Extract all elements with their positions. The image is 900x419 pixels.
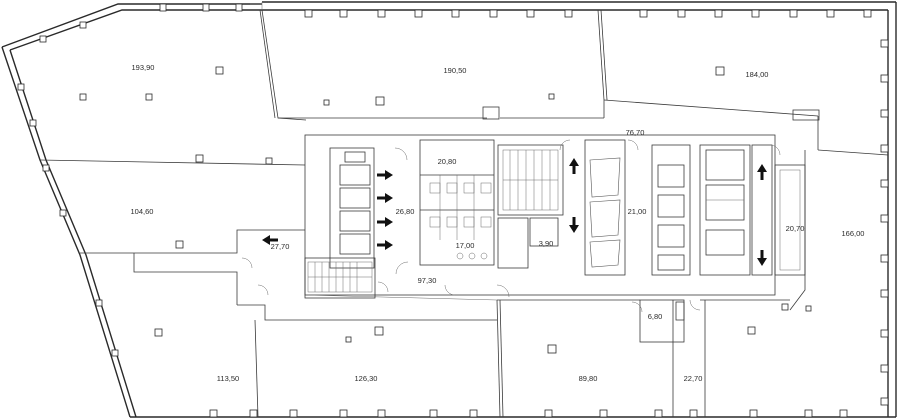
north-mullions [159,3,872,18]
area-label-office-ne: 184,00 [746,70,769,79]
area-label-service: 3,90 [539,239,554,248]
area-label-small-room: 6,80 [648,312,663,321]
area-label-corridor-south: 97,30 [418,276,437,285]
area-label-lobby-west: 27,70 [271,242,290,251]
area-label-office-nw: 193,90 [132,63,155,72]
area-label-office-s-1: 126,30 [355,374,378,383]
area-label-office-s-2: 89,80 [579,374,598,383]
arrow-lift-2 [377,193,393,203]
east-mullions [880,39,889,406]
arrow-core-down [569,217,579,233]
area-label-office-n-center: 190,50 [444,66,467,75]
partitions [39,9,889,418]
arrow-lift-4 [377,240,393,250]
arrows [262,158,767,266]
area-label-wc-lower: 17,00 [456,241,475,250]
core [304,139,806,299]
arrow-east-down [757,250,767,266]
area-label-corridor-north: 76,70 [626,128,645,137]
area-labels: 193,90 190,50 184,00 104,60 166,00 113,5… [131,63,865,383]
arrow-lift-1 [377,170,393,180]
area-label-office-e: 166,00 [842,229,865,238]
arrow-east-up [757,164,767,180]
west-mullions [17,21,119,357]
area-label-office-w: 104,60 [131,207,154,216]
door-swings [241,139,781,313]
south-mullions [209,409,848,418]
arrow-lobby [262,235,278,245]
area-label-elevator-hall: 26,80 [396,207,415,216]
arrow-core-up [569,158,579,174]
arrow-lift-3 [377,217,393,227]
area-label-office-sw: 113,50 [217,374,239,383]
area-label-wc-upper: 20,80 [438,157,457,166]
interior-columns [79,66,812,354]
area-label-lift-core: 21,00 [628,207,647,216]
area-label-east-stair: 20,70 [786,224,805,233]
area-label-office-s-3: 22,70 [684,374,703,383]
